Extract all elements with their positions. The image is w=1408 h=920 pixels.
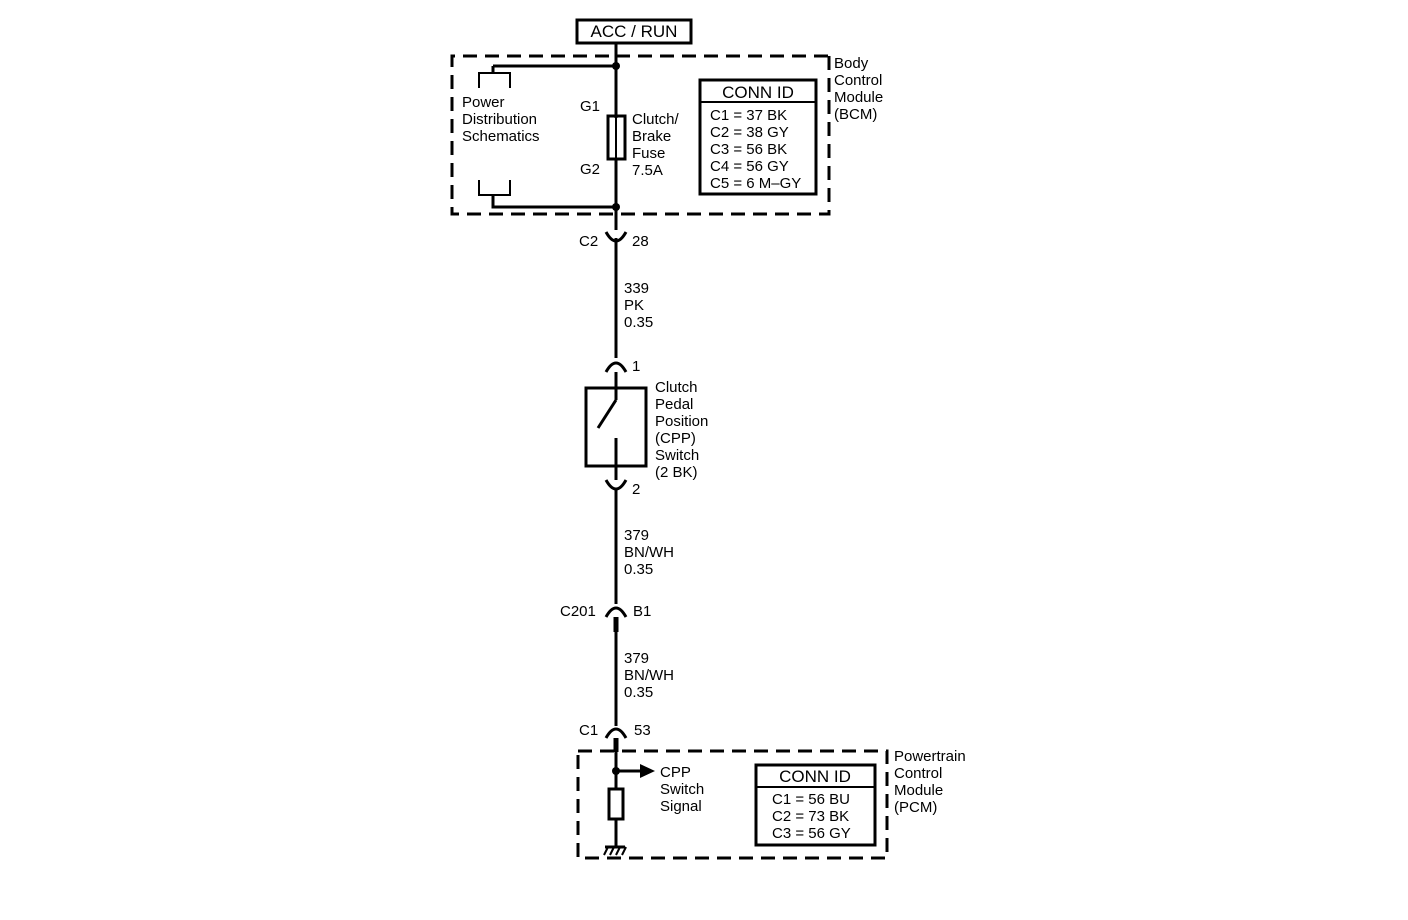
connector-c1-label: C1 [579, 722, 598, 739]
pcm-conn-id-list: C1 = 56 BU C2 = 73 BK C3 = 56 GY [772, 791, 854, 842]
connector-c1-pin-label: 53 [634, 722, 651, 739]
power-distribution-label: Power Distribution Schematics [462, 94, 541, 145]
wire-379-upper-label: 379 BN/WH 0.35 [624, 527, 678, 578]
splice-dot-top [612, 62, 620, 70]
pcm-conn-id-table [754, 763, 877, 847]
cpp-switch-label: Clutch Pedal Position (CPP) Switch (2 BK… [655, 379, 713, 481]
connector-c201-top [604, 606, 628, 618]
fuse-label: Clutch/ Brake Fuse 7.5A [632, 111, 683, 179]
pcm-boundary [576, 749, 889, 860]
pd-bottom-wire [491, 195, 616, 209]
pcm-conn-id-title: CONN ID [779, 767, 851, 786]
signal-arrow-icon [640, 764, 655, 778]
cpp-pin1-connector [604, 361, 628, 373]
connector-c2-pin: 28 [632, 233, 649, 250]
cpp-pin-2: 2 [632, 481, 640, 498]
pcm-name-label: Powertrain Control Module (PCM) [894, 748, 970, 816]
bcm-conn-id-title: CONN ID [722, 83, 794, 102]
bcm-boundary [450, 54, 831, 216]
ground-icon [603, 845, 627, 856]
bcm-name-label: Body Control Module (BCM) [834, 55, 887, 123]
cpp-pin2-connector [604, 479, 628, 491]
bcm-conn-id-list: C1 = 37 BK C2 = 38 GY C3 = 56 BK C4 = 56… [710, 107, 801, 192]
cpp-switch-blade [596, 399, 618, 429]
pd-top-bracket [478, 72, 511, 88]
cpp-pin-1: 1 [632, 358, 640, 375]
connector-c201-label: C201 [560, 603, 596, 620]
power-source-box [575, 18, 693, 45]
power-source-label: ACC / RUN [591, 22, 678, 41]
wire-379-lower-label: 379 BN/WH 0.35 [624, 650, 678, 701]
fuse-pin-g1: G1 [580, 98, 600, 115]
cpp-signal-label: CPP Switch Signal [660, 764, 708, 815]
bcm-conn-id-table [698, 78, 818, 196]
wire-339-label: 339 PK 0.35 [624, 280, 653, 331]
connector-c2-label: C2 [579, 233, 598, 250]
connector-c1-symbol [604, 727, 628, 739]
pd-bottom-bracket [478, 180, 511, 196]
connector-c201-pin-label: B1 [633, 603, 651, 620]
pull-down-resistor [607, 787, 625, 821]
fuse-pin-g2: G2 [580, 161, 600, 178]
